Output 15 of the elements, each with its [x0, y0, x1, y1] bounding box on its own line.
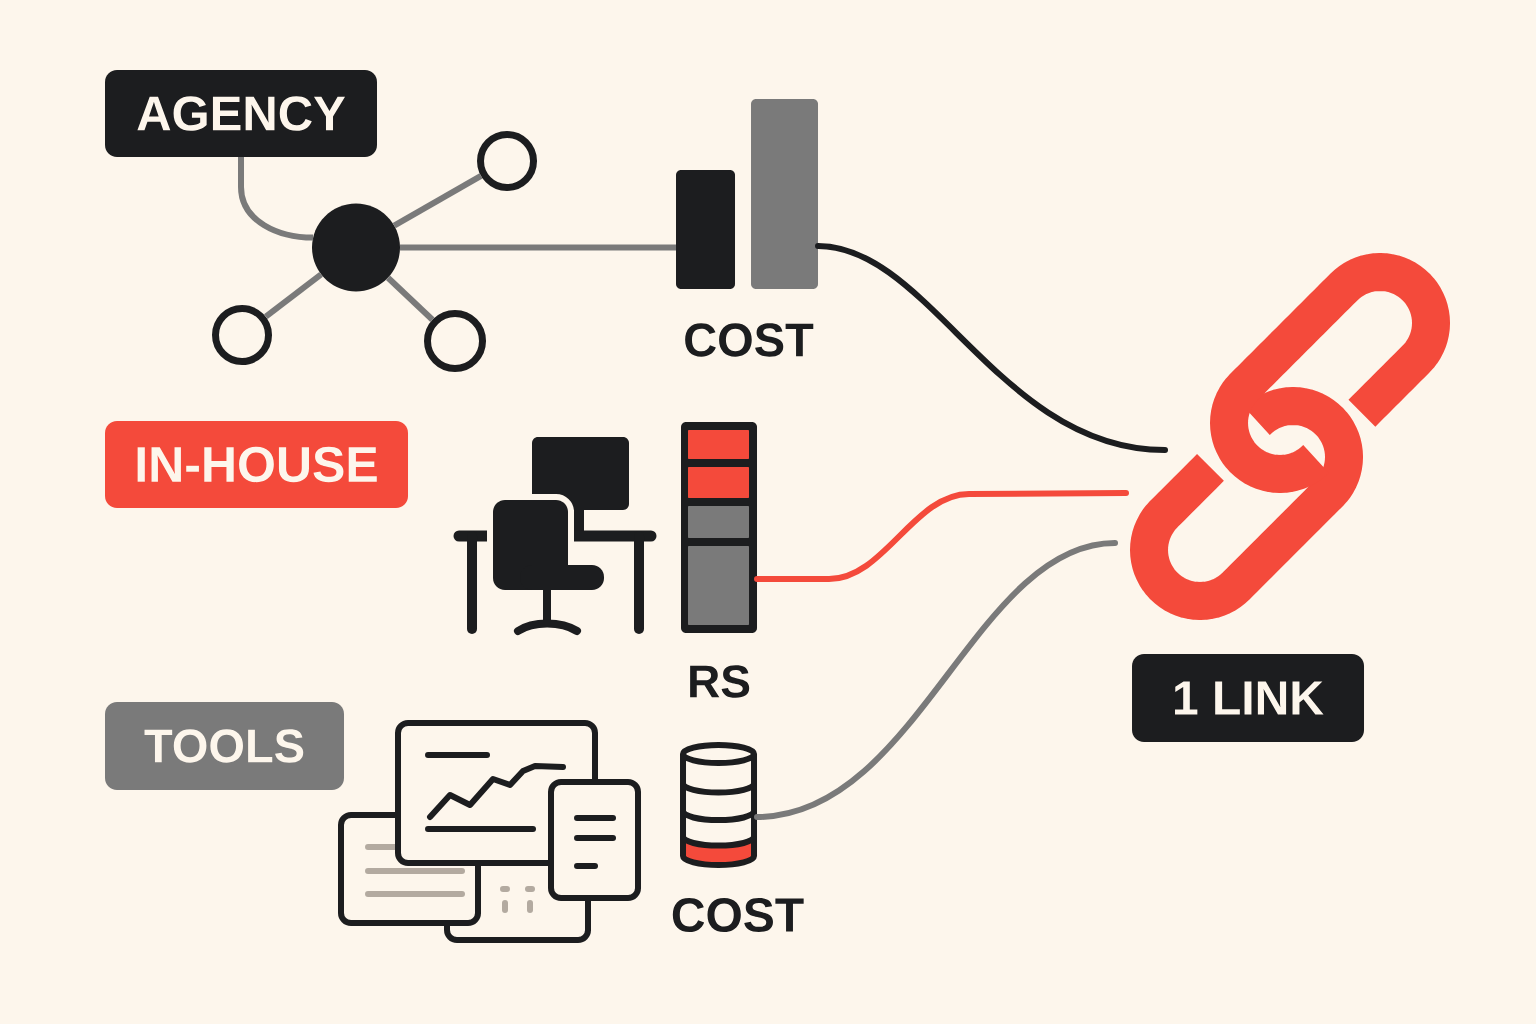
node-label: RS	[690, 665, 750, 698]
connector-line	[815, 243, 1168, 453]
node-label: COST	[672, 898, 804, 932]
chain-link-icon	[1130, 253, 1450, 620]
connector-line	[385, 275, 435, 322]
label-box: TOOLS	[105, 702, 344, 790]
connector-line	[754, 490, 1129, 582]
node-label: COST	[685, 323, 814, 357]
label-box: 1 LINK	[1132, 654, 1364, 742]
connector-line	[392, 173, 483, 229]
connector-line	[263, 271, 323, 320]
hub-circle	[312, 203, 400, 292]
connector-line	[754, 540, 1118, 820]
label-box: AGENCY	[105, 70, 377, 157]
label-box: IN-HOUSE	[105, 421, 408, 508]
